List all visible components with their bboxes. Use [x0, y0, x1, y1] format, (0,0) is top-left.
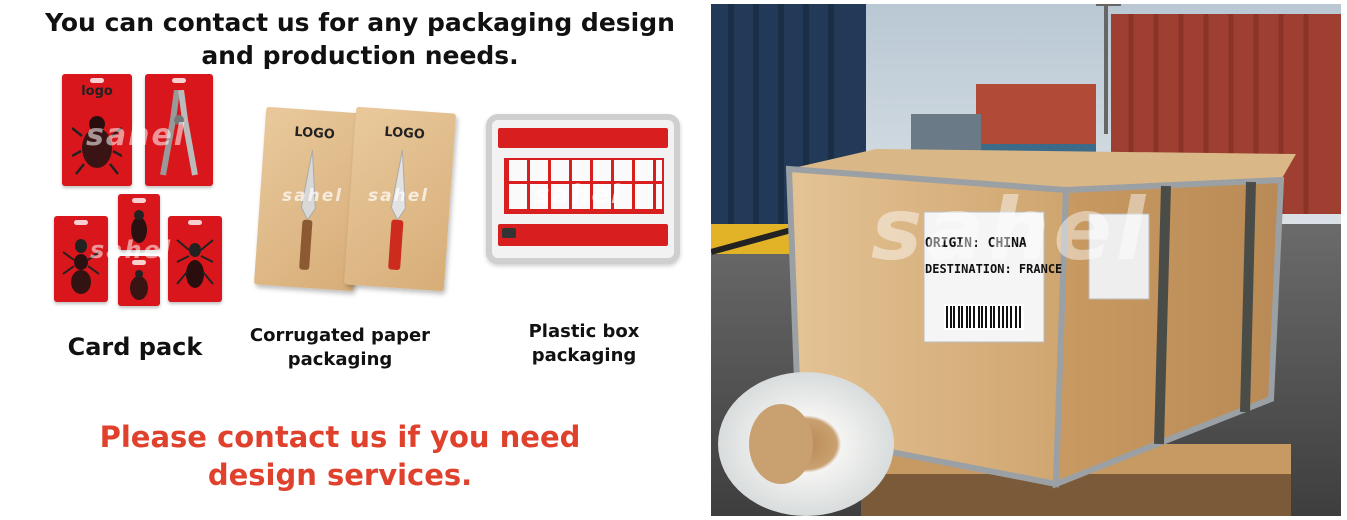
pliers-icon — [160, 90, 198, 176]
crate-scene — [711, 4, 1341, 516]
heading-line-1: You can contact us for any packaging des… — [45, 8, 675, 37]
card-pack-label: Card pack — [67, 333, 203, 361]
watermark-photo: sahel — [871, 180, 1150, 280]
shipping-label-origin: ORIGIN: CHINA — [925, 236, 1027, 251]
design-services-cta: Please contact us if you need design ser… — [60, 418, 620, 494]
bug-icon — [131, 210, 147, 243]
watermark-card-2: sahel — [90, 236, 173, 264]
plastic-box — [486, 114, 680, 264]
kraft-logo-text-2: LOGO — [383, 124, 426, 143]
card-pack-beetle: logo — [62, 74, 132, 186]
watermark-card: sahel — [86, 118, 187, 153]
heading-line-2: and production needs. — [201, 41, 519, 70]
card-pack-pliers — [145, 74, 213, 186]
card-pack-spider — [168, 216, 222, 302]
ant-icon — [62, 239, 100, 294]
page-heading: You can contact us for any packaging des… — [40, 6, 680, 72]
kraft-box-2: LOGO — [343, 106, 457, 292]
beetle-small-icon — [130, 270, 148, 300]
card-pack-small-top — [118, 194, 160, 250]
watermark-kraft: sahel — [282, 186, 344, 206]
corrugated-label-line-1: Corrugated paper — [249, 325, 431, 346]
beetle-icon — [72, 116, 122, 175]
spider-icon — [176, 239, 214, 288]
red-knife-icon — [388, 149, 406, 270]
barcode — [944, 304, 1024, 330]
watermark-plastic: sahel — [534, 180, 623, 210]
corrugated-label: Corrugated paper packaging — [240, 324, 440, 372]
crate-photo: ORIGIN: CHINA DESTINATION: FRANCE sahel — [711, 4, 1341, 516]
corrugated-label-line-2: packaging — [287, 349, 393, 370]
kraft-box-1: LOGO — [253, 106, 367, 292]
card-pack-group: logo — [50, 70, 230, 310]
plastic-box-label: Plastic box packaging — [486, 320, 682, 368]
plastic-label-line-2: packaging — [531, 345, 637, 366]
plastic-label-line-1: Plastic box — [528, 321, 640, 342]
cta-line-1: Please contact us if you need — [99, 420, 581, 454]
shipping-label-destination: DESTINATION: FRANCE — [925, 262, 1063, 276]
compartment-grid — [504, 158, 664, 214]
cta-line-2: design services. — [207, 458, 473, 492]
kraft-logo-text: LOGO — [293, 124, 336, 143]
watermark-kraft-2: sahel — [368, 186, 430, 206]
card-pack-small-bottom — [118, 256, 160, 306]
card-pack-ant — [54, 216, 108, 302]
knife-icon — [299, 149, 316, 270]
card-logo-text: logo — [81, 84, 113, 99]
